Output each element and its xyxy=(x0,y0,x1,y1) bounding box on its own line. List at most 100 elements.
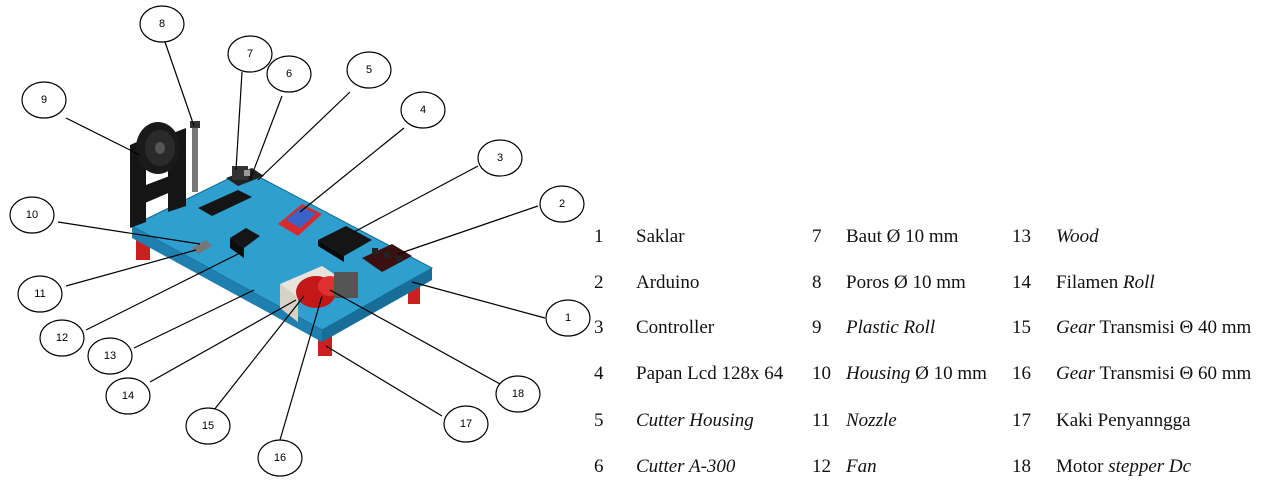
callout-10: 10 xyxy=(9,196,55,234)
legend-label: Filamen Roll xyxy=(1056,272,1155,293)
svg-text:12: 12 xyxy=(56,332,68,344)
callouts: 1 2 3 4 5 6 7 8 9 10 11 12 13 14 15 16 1… xyxy=(9,5,591,477)
legend-label: Cutter A-300 xyxy=(636,456,736,477)
legend-item-15: 15 Gear Transmisi Θ 40 mm xyxy=(1012,317,1251,339)
svg-text:18: 18 xyxy=(512,388,524,400)
svg-text:15: 15 xyxy=(202,420,214,432)
legend-item-11: 11 Nozzle xyxy=(812,410,897,432)
callout-5: 5 xyxy=(346,51,392,89)
legend-item-9: 9 Plastic Roll xyxy=(812,317,935,339)
legend-label: Wood xyxy=(1056,226,1099,247)
legend-number: 8 xyxy=(812,272,822,293)
legend-label: Housing Ø 10 mm xyxy=(846,363,987,384)
callout-16: 16 xyxy=(257,439,303,477)
svg-text:3: 3 xyxy=(497,152,503,164)
svg-text:7: 7 xyxy=(247,48,253,60)
legend-number: 12 xyxy=(812,456,831,477)
legend-number: 17 xyxy=(1012,410,1031,431)
svg-text:14: 14 xyxy=(122,390,134,402)
callout-9: 9 xyxy=(21,81,67,119)
callout-4: 4 xyxy=(400,91,446,129)
legend-label: Nozzle xyxy=(846,410,897,431)
legend-item-17: 17 Kaki Penyanngga xyxy=(1012,410,1191,432)
legend-label: Baut Ø 10 mm xyxy=(846,226,959,247)
legend-number: 3 xyxy=(594,317,604,338)
legend-number: 5 xyxy=(594,410,604,431)
callout-11: 11 xyxy=(17,275,63,313)
legend-label: Gear Transmisi Θ 40 mm xyxy=(1056,317,1252,338)
leader-lines xyxy=(57,41,546,441)
plastic-roll-stand xyxy=(130,122,186,228)
legend-label: Fan xyxy=(846,456,877,477)
legend-number: 18 xyxy=(1012,456,1031,477)
callout-1: 1 xyxy=(545,299,591,337)
legend-number: 10 xyxy=(812,363,831,384)
svg-text:5: 5 xyxy=(366,64,372,76)
legend-item-10: 10 Housing Ø 10 mm xyxy=(812,363,987,385)
legend-number: 4 xyxy=(594,363,604,384)
svg-text:10: 10 xyxy=(26,209,38,221)
legend-number: 11 xyxy=(812,410,831,431)
legend-label: Motor stepper Dc xyxy=(1056,456,1192,477)
legend-number: 13 xyxy=(1012,226,1031,247)
legend-number: 7 xyxy=(812,226,822,247)
callout-14: 14 xyxy=(105,377,151,415)
callout-13: 13 xyxy=(87,337,133,375)
legend-item-12: 12 Fan xyxy=(812,456,877,478)
legend-number: 2 xyxy=(594,272,604,293)
legend-label: Plastic Roll xyxy=(846,317,936,338)
legend-item-18: 18 Motor stepper Dc xyxy=(1012,456,1191,478)
legend-number: 6 xyxy=(594,456,604,477)
svg-text:6: 6 xyxy=(286,68,292,80)
legend-label: Controller xyxy=(636,317,715,338)
callout-15: 15 xyxy=(185,407,231,445)
callout-18: 18 xyxy=(495,375,541,413)
legend-label: Gear Transmisi Θ 60 mm xyxy=(1056,363,1252,384)
legend-item-8: 8 Poros Ø 10 mm xyxy=(812,272,966,294)
legend-item-5: 5 Cutter Housing xyxy=(594,410,754,432)
svg-text:4: 4 xyxy=(420,104,426,116)
legend-label: Arduino xyxy=(636,272,700,293)
legend-item-7: 7 Baut Ø 10 mm xyxy=(812,226,958,248)
callout-17: 17 xyxy=(443,405,489,443)
legend-label: Saklar xyxy=(636,226,685,247)
fan xyxy=(230,228,260,258)
legend-number: 15 xyxy=(1012,317,1031,338)
legend-number: 14 xyxy=(1012,272,1031,293)
svg-text:16: 16 xyxy=(274,452,286,464)
legend-item-4: 4 Papan Lcd 128x 64 xyxy=(594,363,783,385)
legend-item-3: 3 Controller xyxy=(594,317,714,339)
shaft xyxy=(190,121,200,192)
callout-12: 12 xyxy=(39,319,85,357)
callout-3: 3 xyxy=(477,139,523,177)
callout-2: 2 xyxy=(539,185,585,223)
legend-label: Papan Lcd 128x 64 xyxy=(636,363,784,384)
legend-item-14: 14 Filamen Roll xyxy=(1012,272,1155,294)
arduino xyxy=(362,244,412,272)
svg-text:11: 11 xyxy=(34,288,45,300)
svg-text:1: 1 xyxy=(565,312,571,324)
legend-item-16: 16 Gear Transmisi Θ 60 mm xyxy=(1012,363,1251,385)
legend-item-6: 6 Cutter A-300 xyxy=(594,456,735,478)
legend-number: 16 xyxy=(1012,363,1031,384)
legend-number: 9 xyxy=(812,317,822,338)
legend-item-2: 2 Arduino xyxy=(594,272,699,294)
callout-7: 7 xyxy=(227,35,273,73)
callout-8: 8 xyxy=(139,5,185,43)
legend-item-13: 13 Wood xyxy=(1012,226,1099,248)
legend-label: Kaki Penyanngga xyxy=(1056,410,1191,431)
legend-label: Cutter Housing xyxy=(636,410,754,431)
motor-gear-assembly xyxy=(280,266,358,322)
nozzle xyxy=(192,240,212,254)
lcd-panel xyxy=(278,204,322,236)
controller xyxy=(318,226,372,262)
svg-text:9: 9 xyxy=(41,94,47,106)
svg-text:13: 13 xyxy=(104,350,116,362)
svg-text:2: 2 xyxy=(559,198,565,210)
svg-text:8: 8 xyxy=(159,18,165,30)
callout-6: 6 xyxy=(266,55,312,93)
legend-label: Poros Ø 10 mm xyxy=(846,272,966,293)
svg-text:17: 17 xyxy=(460,418,472,430)
